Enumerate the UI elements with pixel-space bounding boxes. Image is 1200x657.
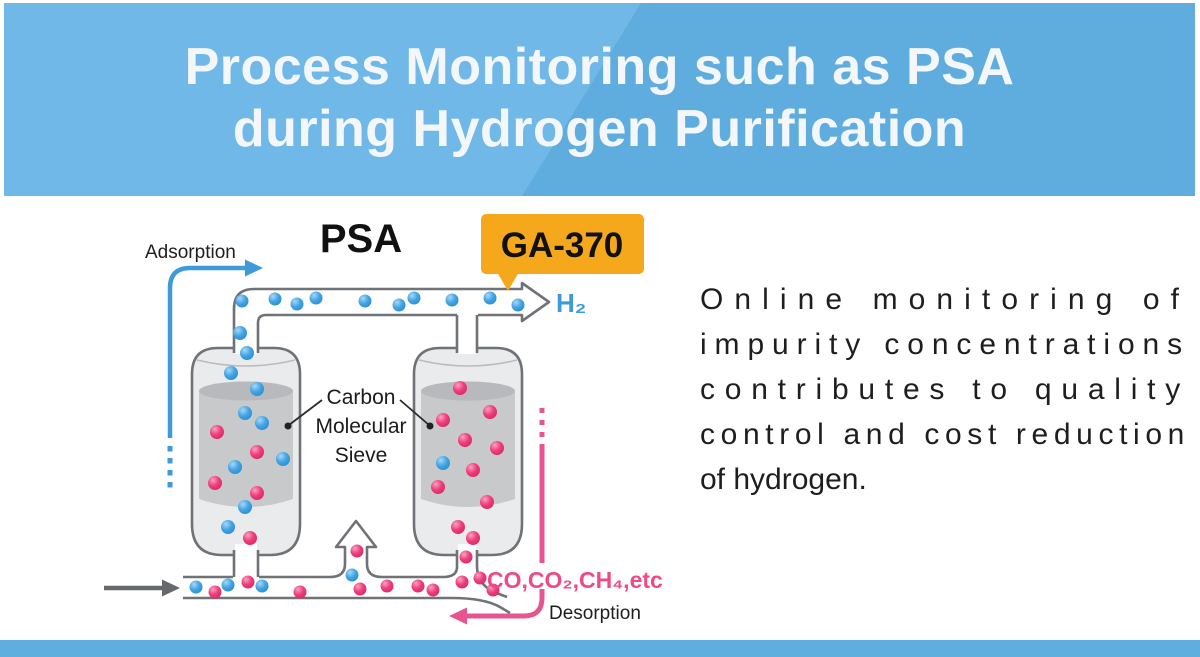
impurity-dot bbox=[210, 425, 224, 439]
ga370-badge-label: GA-370 bbox=[501, 226, 624, 265]
desorption-label: Desorption bbox=[549, 603, 641, 624]
psa-label: PSA bbox=[320, 217, 402, 261]
impurities-label: CO,CO₂,CH₄,etc bbox=[487, 567, 663, 593]
hydrogen-dot bbox=[250, 382, 264, 396]
hydrogen-dot bbox=[358, 294, 372, 308]
hydrogen-dot bbox=[309, 291, 323, 305]
product-pipe bbox=[232, 281, 551, 353]
sieve-label-line1: Carbon bbox=[327, 386, 396, 409]
impurity-dot bbox=[483, 405, 497, 419]
hydrogen-dot bbox=[276, 452, 290, 466]
hydrogen-dot bbox=[345, 568, 359, 582]
impurity-dot bbox=[490, 441, 504, 455]
impurity-dot bbox=[455, 575, 469, 589]
hydrogen-dot bbox=[436, 456, 450, 470]
hydrogen-dot bbox=[392, 298, 406, 312]
hydrogen-dot bbox=[255, 579, 269, 593]
impurity-dot bbox=[243, 531, 257, 545]
description-line: control and cost reduction bbox=[700, 418, 1190, 451]
desorption-arrow bbox=[449, 408, 545, 625]
impurity-dot bbox=[431, 480, 445, 494]
vessel-left bbox=[190, 346, 302, 557]
adsorption-arrow bbox=[167, 259, 263, 490]
hydrogen-dot bbox=[235, 294, 249, 308]
sieve-label-line3: Sieve bbox=[335, 444, 388, 467]
page-title: Process Monitoring such as PSA during Hy… bbox=[4, 3, 1195, 160]
hydrogen-dot bbox=[268, 292, 282, 306]
sieve-label: Carbon Molecular Sieve bbox=[284, 386, 434, 467]
hydrogen-dot bbox=[483, 291, 497, 305]
impurity-dot bbox=[458, 433, 472, 447]
dots-right-vessel bbox=[431, 381, 504, 545]
hydrogen-dot bbox=[238, 500, 252, 514]
impurity-dot bbox=[466, 463, 480, 477]
banner-diagonal-highlight bbox=[4, 3, 642, 196]
page-title-line1: Process Monitoring such as PSA bbox=[184, 38, 1015, 96]
inlet-arrow bbox=[104, 579, 180, 597]
description-line: Online monitoring of bbox=[700, 283, 1190, 316]
hydrogen-dot bbox=[445, 293, 459, 307]
impurity-dot bbox=[451, 520, 465, 534]
description-line: impurity concentrations bbox=[700, 328, 1190, 361]
impurity-dot bbox=[350, 544, 364, 558]
description-line: contributes to quality bbox=[700, 373, 1190, 406]
description-text: Online monitoring of impurity concentrat… bbox=[700, 277, 1190, 502]
impurity-dot bbox=[241, 575, 255, 589]
title-banner: Process Monitoring such as PSA during Hy… bbox=[4, 3, 1195, 196]
impurity-dot bbox=[250, 445, 264, 459]
impurity-dot bbox=[208, 476, 222, 490]
hydrogen-dot bbox=[221, 520, 235, 534]
hydrogen-dot bbox=[290, 297, 304, 311]
impurity-dot bbox=[466, 531, 480, 545]
impurity-dot bbox=[486, 583, 500, 597]
hydrogen-dot bbox=[189, 580, 203, 594]
page-title-line2: during Hydrogen Purification bbox=[232, 100, 967, 158]
impurity-dot bbox=[250, 486, 264, 500]
dots-feed-down bbox=[233, 326, 254, 360]
hydrogen-dot bbox=[238, 406, 252, 420]
sieve-label-line2: Molecular bbox=[315, 415, 406, 438]
hydrogen-dot bbox=[224, 366, 238, 380]
hydrogen-dot bbox=[240, 346, 254, 360]
dots-product-pipe bbox=[235, 291, 525, 312]
impurity-dot bbox=[436, 413, 450, 427]
hydrogen-dot bbox=[233, 326, 247, 340]
impurity-dot bbox=[453, 381, 467, 395]
adsorption-label: Adsorption bbox=[145, 242, 236, 263]
ga370-badge: GA-370 bbox=[481, 214, 644, 291]
dots-right-outlet bbox=[459, 550, 500, 597]
footer-bar bbox=[0, 640, 1200, 657]
hydrogen-dot bbox=[255, 416, 269, 430]
h2-label: H₂ bbox=[556, 288, 586, 318]
impurity-dot bbox=[411, 579, 425, 593]
impurity-dot bbox=[380, 579, 394, 593]
impurity-dot bbox=[208, 585, 222, 599]
impurity-dot bbox=[426, 583, 440, 597]
description-line: of hydrogen. bbox=[700, 463, 867, 496]
impurity-dot bbox=[293, 585, 307, 599]
impurity-dot bbox=[480, 495, 494, 509]
dots-left-vessel bbox=[208, 366, 290, 545]
impurity-dot bbox=[459, 550, 473, 564]
hydrogen-dot bbox=[221, 578, 235, 592]
hydrogen-dot bbox=[407, 291, 421, 305]
dots-bottom-channel bbox=[189, 544, 469, 599]
impurity-dot bbox=[473, 571, 487, 585]
hydrogen-dot bbox=[228, 460, 242, 474]
vessel-right bbox=[412, 346, 524, 557]
impurity-dot bbox=[353, 582, 367, 596]
hydrogen-dot bbox=[511, 298, 525, 312]
